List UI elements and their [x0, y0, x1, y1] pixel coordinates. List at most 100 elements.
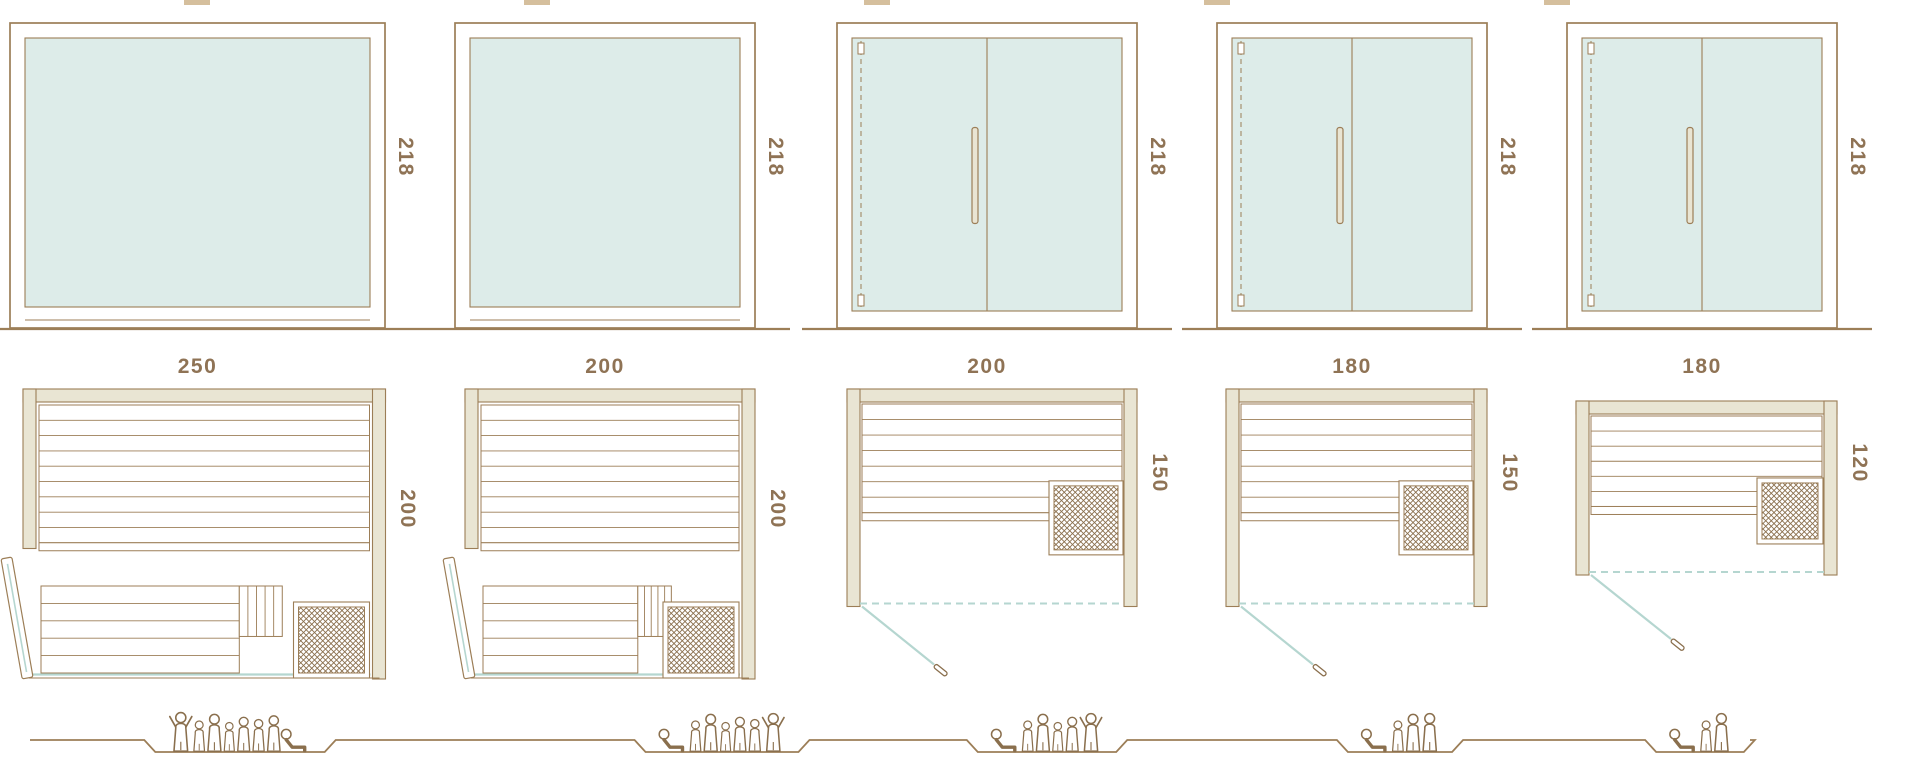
person-icon: [657, 727, 685, 753]
heater-icon: [297, 606, 365, 674]
model-column-180x120: 218 180 120: [1532, 0, 1872, 770]
glass-door-open: [861, 605, 935, 666]
front-elevation-drawing: [0, 22, 420, 331]
person-icon: [207, 713, 222, 752]
door-handle-mark: [1312, 663, 1327, 677]
door-handle-mark: [1670, 638, 1685, 651]
person-icon: [703, 713, 718, 752]
door-handle-icon: [971, 126, 979, 225]
wall-left: [464, 388, 479, 550]
upper-bench: [480, 404, 740, 544]
hinge-bottom-icon: [1237, 294, 1245, 307]
person-icon: [1700, 720, 1713, 752]
depth-dimension: 150: [1498, 452, 1521, 493]
floor-plan-drawing: [0, 388, 386, 680]
model-column-200x150: 218 200 150: [802, 0, 1172, 770]
model-column-200x200: 218 200 200: [420, 0, 790, 770]
person-icon: [170, 713, 192, 752]
person-icon: [763, 714, 784, 752]
wall-back: [1575, 400, 1838, 415]
person-icon: [989, 727, 1017, 753]
person-icon: [1422, 712, 1438, 752]
width-dimension: 180: [1682, 355, 1722, 378]
front-elevation-drawing: [802, 22, 1172, 331]
glass-door-open: [1590, 574, 1672, 640]
person-icon: [1065, 716, 1079, 752]
person-icon: [689, 720, 702, 752]
capacity-figures-strip: [30, 690, 1757, 753]
wall-left: [846, 388, 861, 608]
heater-icon: [1403, 485, 1469, 551]
person-icon: [748, 718, 762, 752]
ground-line: [30, 739, 1757, 753]
person-icon: [252, 718, 265, 752]
person-icon: [719, 721, 732, 752]
person-icon: [237, 716, 251, 752]
hinge-top-icon: [1587, 42, 1595, 55]
person-icon: [1035, 713, 1051, 752]
width-dimension: 250: [177, 355, 218, 378]
depth-dimension: 200: [766, 489, 789, 529]
heater-icon: [667, 606, 735, 674]
person-icon: [1359, 727, 1387, 753]
person-icon: [1391, 720, 1404, 752]
bench-end: [238, 585, 283, 637]
height-dimension: 218: [394, 136, 417, 177]
person-icon: [193, 720, 206, 752]
door-handle-icon: [1686, 126, 1694, 225]
front-elevation-drawing: [1532, 22, 1872, 331]
width-dimension: 200: [585, 355, 625, 378]
height-dimension: 218: [1846, 136, 1869, 177]
floor-plan-drawing: [442, 388, 756, 680]
lower-bench: [482, 585, 639, 674]
door-handle-icon: [1336, 126, 1344, 225]
wall-left: [1575, 400, 1590, 576]
person-icon: [1052, 721, 1064, 752]
depth-dimension: 150: [1148, 452, 1171, 493]
person-icon: [1405, 713, 1421, 752]
wall-left: [21, 388, 37, 550]
person-icon: [1021, 720, 1034, 752]
crop-mark: [864, 0, 890, 5]
height-dimension: 218: [1496, 136, 1519, 177]
heater-icon: [1761, 482, 1819, 540]
depth-dimension: 200: [396, 489, 419, 529]
model-column-250x200: 218 250 200: [0, 0, 420, 770]
glass-panel: [24, 37, 371, 308]
crop-mark: [524, 0, 550, 5]
wall-right: [741, 388, 756, 680]
floor-plan-drawing: [1575, 400, 1838, 651]
glass-panel: [469, 37, 741, 308]
wall-right: [1473, 388, 1488, 608]
hinge-top-icon: [1237, 42, 1245, 55]
front-elevation-drawing: [420, 22, 790, 331]
lower-bench: [40, 585, 240, 674]
wall-back: [21, 388, 386, 403]
depth-dimension: 120: [1848, 443, 1871, 483]
door-leaf-open: [442, 556, 476, 680]
width-dimension: 200: [967, 355, 1007, 378]
model-column-180x150: 218 180 150: [1182, 0, 1522, 770]
person-icon: [1668, 727, 1695, 753]
wall-right: [1823, 400, 1838, 576]
hinge-bottom-icon: [1587, 294, 1595, 307]
wall-back: [464, 388, 756, 403]
door-handle-mark: [933, 663, 948, 677]
door-leaf-open: [0, 556, 33, 680]
wall-right: [371, 388, 386, 680]
person-icon: [223, 721, 235, 752]
crop-mark: [1544, 0, 1570, 5]
upper-bench: [38, 404, 370, 544]
heater-icon: [1053, 485, 1119, 551]
floor-plan-drawing: [846, 388, 1138, 677]
person-icon: [279, 727, 307, 753]
person-icon: [1714, 712, 1729, 752]
wall-back: [1225, 388, 1488, 403]
crop-mark: [1204, 0, 1230, 5]
glass-door-open: [1240, 605, 1314, 666]
person-icon: [1080, 714, 1101, 752]
hinge-bottom-icon: [857, 294, 865, 307]
crop-mark: [184, 0, 210, 5]
floor-plan-drawing: [1225, 388, 1488, 677]
